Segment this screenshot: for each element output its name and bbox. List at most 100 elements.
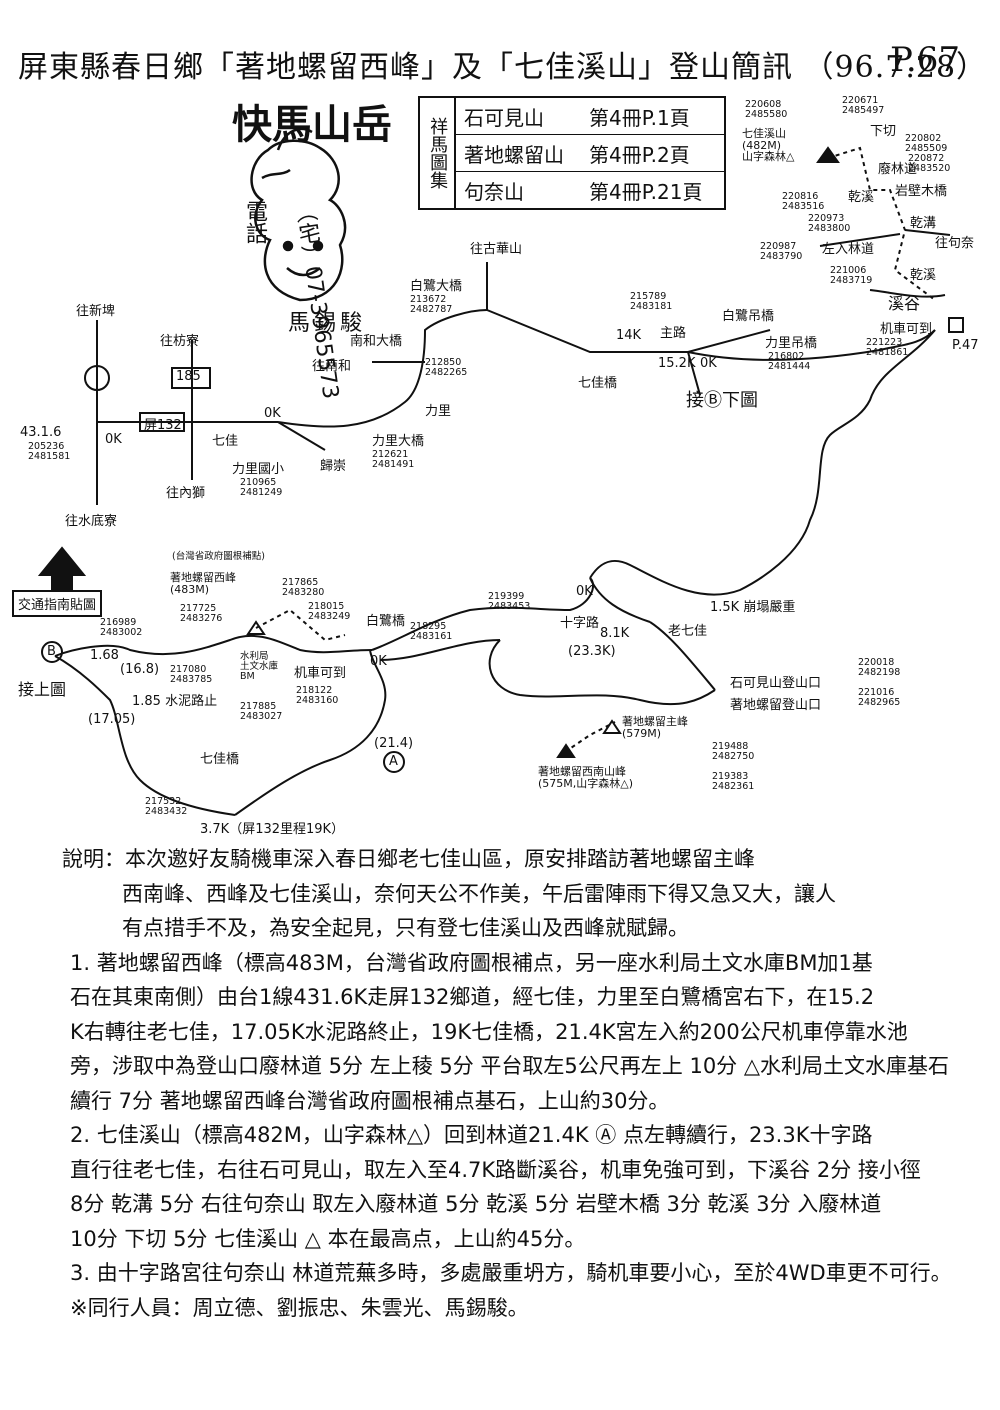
index-row: 句奈山 第4冊P.21頁 [456,172,724,208]
label-zhudi-entry: 著地螺留登山口 [730,698,822,713]
label-sw-peak: 著地螺留西南山峰 (575M,山字森林△) [538,765,634,790]
notes-section: 說明：本次邀好友騎機車深入春日鄉老七佳山區，原安排踏訪著地螺留主峰 西南峰、西峰… [62,842,982,1325]
label-coord: 213672 2482787 [410,294,453,315]
b-marker-circle [41,641,63,663]
legend-box: 交通指南貼圖 [12,590,103,617]
notes-line: 有点措手不及，為安全起見，只有登七佳溪山及西峰就賦歸。 [122,916,689,940]
logo-text: 快馬山岳 [232,101,392,148]
label-zhulu: 主路 [660,326,687,341]
road-line [379,639,501,661]
label-coord: 220671 2485497 [842,95,885,116]
label-road-132: 屏132 [144,418,182,433]
label-xiaqie: 下切 [870,124,897,139]
label-a-marker: A [389,754,398,769]
label-baiying-turn: 白鷺橋 [366,614,406,629]
route-trail [904,229,951,236]
label-yanbi-bridge: 岩壁木橋 [895,184,948,199]
notes-line: 說明：本次邀好友騎機車深入春日鄉老七佳山區，原安排踏訪著地螺留主峰 [62,847,755,871]
label-bailu-bridge: 白鷺大橋 [410,279,463,294]
route-trail [819,233,901,247]
label-xixigu: 溪谷 [888,294,921,313]
label-coord: 212850 2482265 [425,357,468,378]
label-coord: 43.1.6 [20,425,62,440]
label-peak-west: 著地螺留西峰 (483M) [170,571,236,596]
notes-line: 續行 7分 著地螺留西峰台灣省政府圖根補点基石，上山約30分。 [70,1088,670,1113]
label-laoqijia: 老七佳 [668,624,708,639]
label-coord: 205236 2481581 [28,441,71,462]
a-marker-circle [383,751,405,773]
label-lili-suspension: 力里吊橋 [765,336,818,351]
label-coord: 217080 2483785 [170,664,213,685]
label-k185: 1.85 水泥路止 [132,694,218,709]
label-k214: (21.4) [374,736,414,751]
label-coord: 218295 2483161 [410,621,453,642]
label-0k: 0K [700,356,717,371]
label-coord: 215789 2483181 [630,291,673,312]
road-line [589,577,651,623]
label-k233: (23.3K) [568,644,616,659]
label-coord: 220973 2483800 [808,213,851,234]
label-coord: 220608 2485580 [745,99,788,120]
road-185-box [171,367,211,389]
label-to-shuidiliao: 往水底寮 [65,514,118,529]
horse-logo-icon [250,127,347,302]
label-liaolin: 廢林道 [878,162,918,177]
west-peak-icon [246,620,266,635]
index-table: 祥馬圖集 石可見山 第4冊P.1頁 著地螺留山 第4冊P.2頁 句奈山 第4冊P… [418,96,726,210]
notes-line: 8分 乾溝 5分 右往句奈山 取左入廢林道 5分 乾溪 5分 岩壁木橋 3分 乾… [70,1192,882,1216]
index-row-name: 石可見山 [464,105,544,130]
label-coord: 212621 2481491 [372,449,415,470]
phone-label: 電話 [242,200,267,244]
label-15k: 15.2K [658,356,696,371]
label-to-nanhe: 往南和 [312,359,352,374]
notes-line: ※同行人員：周立德、劉振忠、朱雲光、馬錫駿。 [70,1295,529,1320]
label-coord: 221016 2482965 [858,687,901,708]
label-qijia-bridge2: 七佳橋 [200,752,240,767]
label-baiying-bridge: 白鷺吊橋 [722,309,775,324]
label-to-xinpi: 往新埤 [76,304,116,319]
label-coord: 219488 2482750 [712,741,755,762]
road-line [649,621,716,691]
label-coord: 219383 2482361 [712,771,755,792]
label-qijia-bridge: 七佳橋 [578,376,618,391]
label-coord: 220816 2483516 [782,191,825,212]
index-row: 石可見山 第4冊P.1頁 [456,98,724,135]
label-coord: 220872 2483520 [908,153,951,174]
label-coord: 210965 2481249 [240,477,283,498]
label-water-bm: 水利局 土文水庫 BM [240,651,279,682]
notes-line: 西南峰、西峰及七佳溪山，奈何天公不作美，午后雷陣雨下得又急又大，讓人 [122,881,836,906]
road-line [486,309,771,353]
label-ganxi2: 乾溪 [910,268,937,283]
label-b-marker: B [47,644,56,659]
label-connect-above: 接上圖 [18,680,67,699]
label-coord: 217532 2483432 [145,796,188,817]
road-132-box [139,412,185,432]
label-coord: 217885 2483027 [240,701,283,722]
index-row-ref: 第4冊P.21頁 [589,179,703,204]
label-0k: 0K [105,432,122,447]
label-p47: P.47 [952,338,979,353]
road-line [234,649,387,816]
qijia-peak-icon [816,146,840,163]
route-trail [255,608,346,642]
creek-line [869,289,946,298]
label-shikejian-entry: 石可見山登山口 [730,676,822,691]
label-main-peak: 著地螺留主峰 (579M) [622,715,688,740]
label-k37: 3.7K（屏132里程19K） [200,822,345,837]
index-side-label: 祥馬圖集 [420,98,456,208]
label-ganxi: 乾溪 [848,190,875,205]
page-title: 屏東縣春日鄉「著地螺留西峰」及「七佳溪山」登山簡訊 （96.7.28） [18,50,988,85]
label-coord: 216802 2481444 [768,351,811,372]
label-coord: 218122 2483160 [296,685,339,706]
road-line [488,639,716,706]
label-k15: 1.5K 崩塌嚴重 [710,600,796,615]
label-to-gounai: 往句奈 [935,236,975,251]
notes-line: 1. 著地螺留西峰（標高483M，台灣省政府圖根補点，另一座水利局土文水庫BM加… [70,950,873,975]
road-line [687,329,936,361]
label-coord: 220802 2485509 [905,133,948,154]
label-coord: 220018 2482198 [858,657,901,678]
label-to-neishi: 往內獅 [166,486,206,501]
label-coord: 217725 2483276 [180,603,223,624]
author-name: 馬錫駿 [288,311,367,336]
